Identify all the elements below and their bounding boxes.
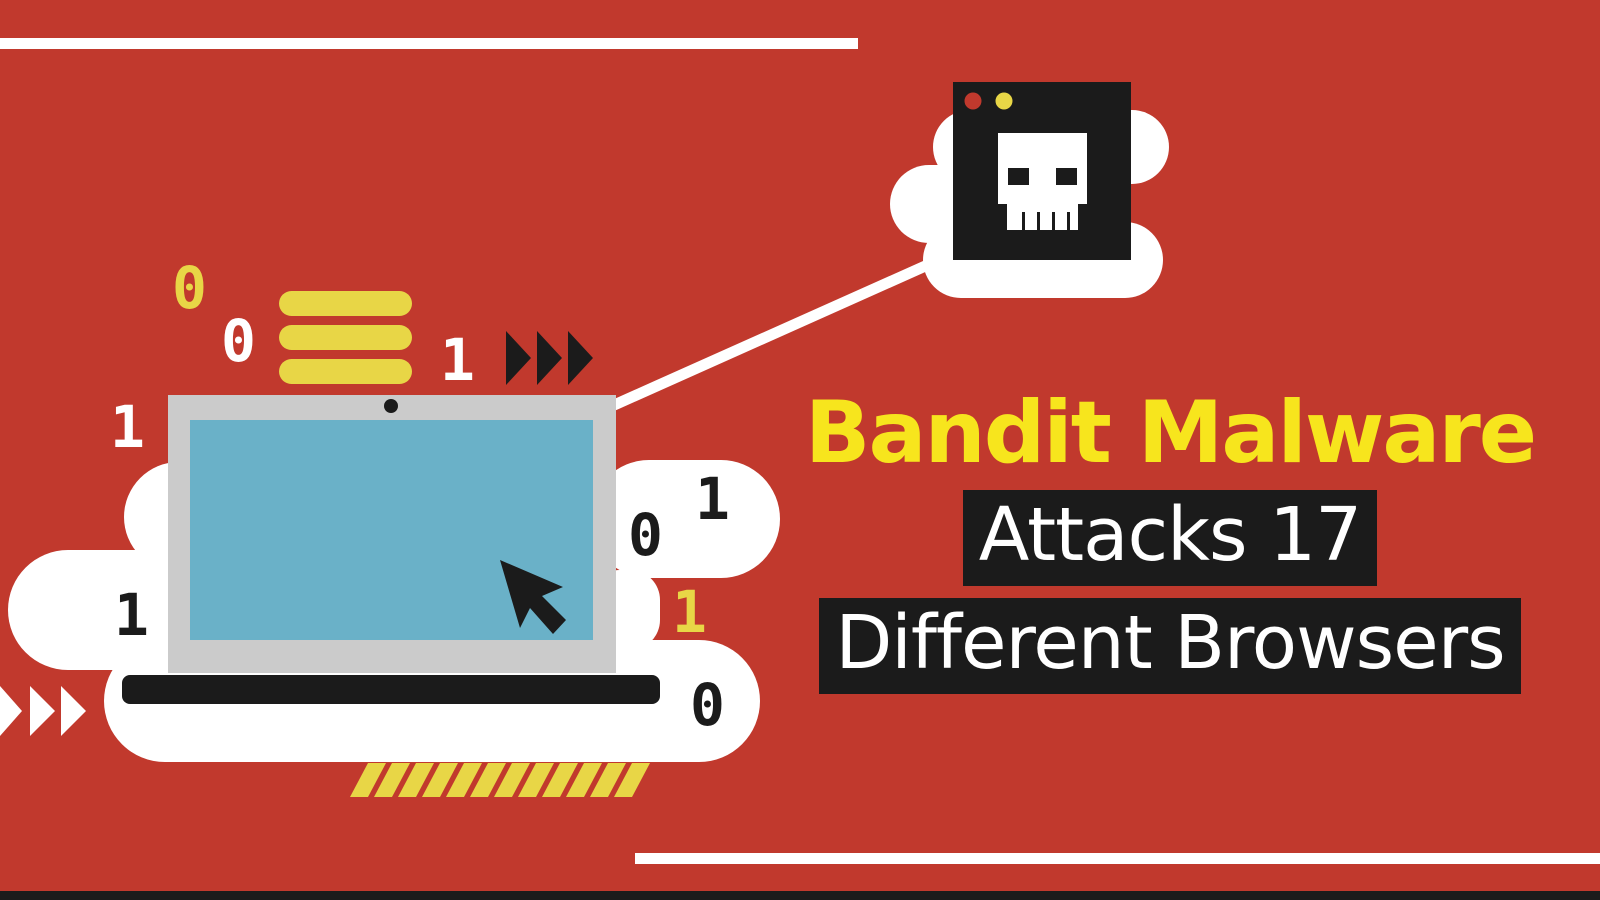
digit-black-right-one: 1 [695,465,730,533]
digit-black-bottom: 0 [690,671,725,739]
bottom-bar [0,891,1600,900]
digit-yellow-right: 1 [672,578,707,646]
binary-digits: 0 0 1 1 1 0 1 1 0 [110,254,730,739]
cursor-arrow-icon [500,560,566,634]
digit-black-right-zero: 0 [628,501,663,569]
headline-line-2: Attacks 17 [962,490,1378,587]
play-arrows-left-icon [0,686,86,736]
play-arrows-icon [506,331,593,385]
headline-title: Bandit Malware [804,383,1537,483]
laptop-icon [122,395,660,704]
digit-white-top: 0 [221,307,256,375]
digit-white-left: 1 [110,393,145,461]
digit-yellow-top: 0 [172,254,207,322]
top-stripe [0,38,858,49]
hazard-stripes [350,763,650,797]
digit-black-left: 1 [114,581,149,649]
stacked-bars-icon [279,291,412,384]
headline-line-3: Different Browsers [819,598,1521,695]
skull-window-icon [953,82,1131,260]
connector-line [609,257,935,412]
digit-white-center: 1 [440,326,475,394]
bottom-stripe [635,853,1600,864]
headline: Bandit Malware Attacks 17 Different Brow… [770,383,1570,695]
